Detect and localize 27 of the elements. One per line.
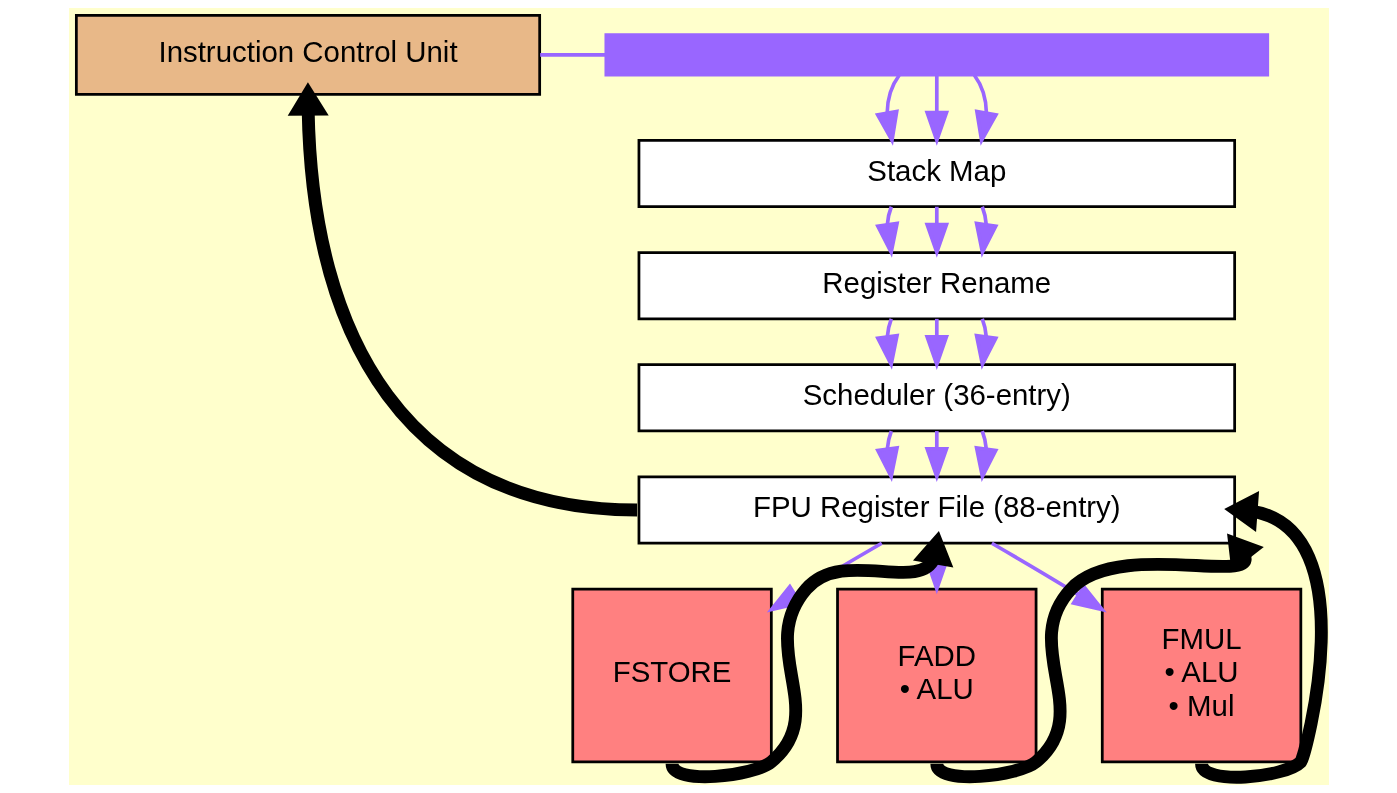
arrow xyxy=(924,206,949,258)
arrow xyxy=(972,74,999,146)
arrow xyxy=(874,206,899,258)
node-box: Register Rename xyxy=(637,251,1236,321)
arrow xyxy=(287,82,637,517)
node-box: Instruction Control Unit xyxy=(74,14,541,96)
arrow xyxy=(1194,491,1328,784)
arrow xyxy=(874,430,899,482)
node-box: FSTORE xyxy=(570,587,773,764)
node-box: FPU Register File (88-entry) xyxy=(637,475,1236,545)
node-box: FMUL • ALU • Mul xyxy=(1100,587,1302,764)
node-box: FADD • ALU xyxy=(835,587,1037,764)
arrow xyxy=(924,431,949,483)
connector xyxy=(539,53,605,57)
arrow xyxy=(924,75,949,146)
arrow xyxy=(973,430,999,482)
arrow xyxy=(924,318,949,370)
node-box: Scheduler (36-entry) xyxy=(637,363,1236,433)
arrow xyxy=(990,541,1107,613)
node-box: Stack Map xyxy=(637,139,1236,208)
arrow xyxy=(973,318,999,370)
arrow xyxy=(874,74,901,146)
arrow xyxy=(973,206,999,258)
arrow xyxy=(930,533,1264,784)
arrow xyxy=(874,318,899,370)
arrow xyxy=(665,530,953,784)
node-bar xyxy=(604,33,1269,77)
